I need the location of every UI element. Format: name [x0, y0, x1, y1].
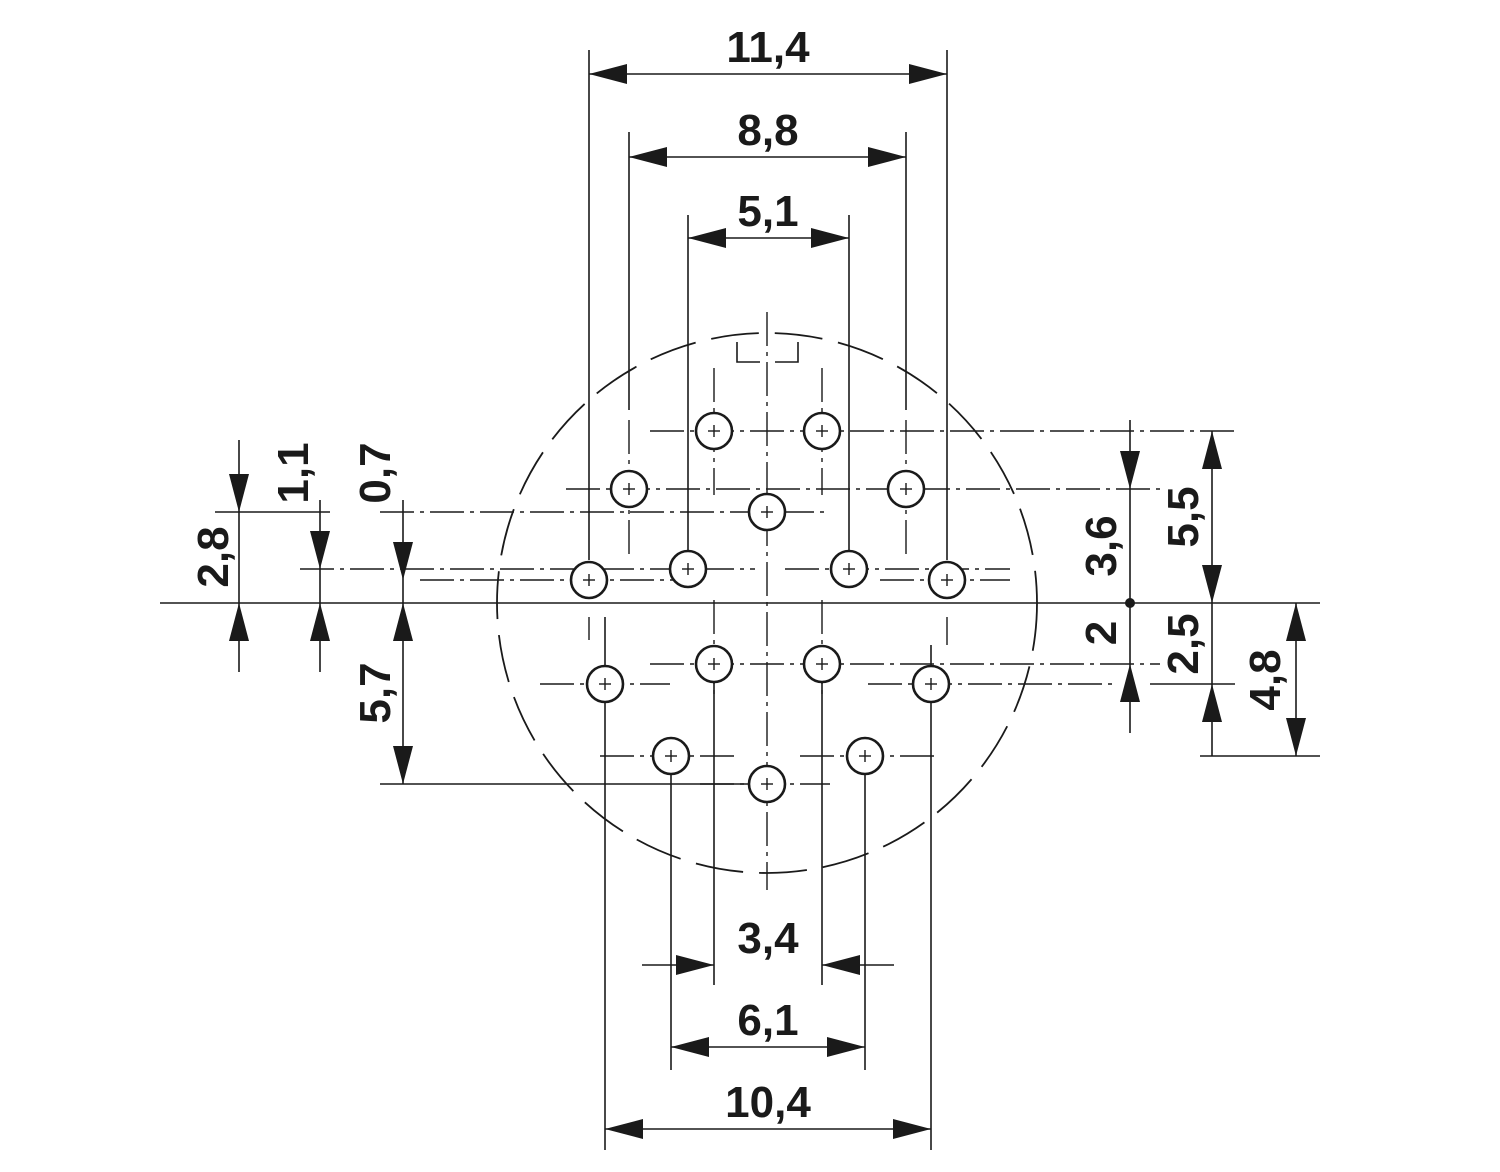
- dim-right-5-5: [1202, 431, 1222, 756]
- pin-hole: [668, 549, 708, 589]
- pin-hole: [694, 644, 734, 684]
- pin-hole: [747, 764, 787, 804]
- dim-label-4-8: 4,8: [1241, 649, 1290, 710]
- dim-label-2: 2: [1077, 621, 1126, 645]
- pin-hole: [911, 664, 951, 704]
- dim-bottom-10-4: [605, 1119, 931, 1139]
- dim-left-2-8: [229, 440, 249, 672]
- bottom-extension-lines: [604, 617, 932, 1150]
- pin-vertical-centerlines: [588, 368, 948, 700]
- dim-left-1-1: [310, 500, 330, 672]
- pin-holes: [569, 411, 967, 804]
- pin-hole: [829, 549, 869, 589]
- pin-hole: [886, 469, 926, 509]
- dim-label-3-4: 3,4: [737, 914, 799, 963]
- dim-top-11-4: [589, 64, 947, 84]
- dim-top-5-1: [688, 228, 849, 248]
- dim-right-4-8: [1286, 603, 1306, 756]
- pin-hole: [569, 560, 609, 600]
- pin-hole: [845, 736, 885, 776]
- dim-label-5-5: 5,5: [1159, 486, 1208, 547]
- dim-top-8-8: [629, 147, 906, 167]
- dim-label-11-4: 11,4: [726, 23, 810, 72]
- pin-hole: [651, 736, 691, 776]
- dim-label-2-8: 2,8: [189, 526, 238, 587]
- dim-label-1-1: 1,1: [269, 442, 318, 503]
- dim-label-10-4: 10,4: [725, 1078, 811, 1127]
- right-extension-lines: [1150, 683, 1320, 757]
- pin-hole: [802, 411, 842, 451]
- dim-label-0-7: 0,7: [351, 442, 400, 503]
- pin-hole: [585, 664, 625, 704]
- dim-bottom-3-4: [642, 955, 894, 975]
- pin-hole: [609, 469, 649, 509]
- dim-label-8-8: 8,8: [737, 106, 798, 155]
- dim-label-3-6: 3,6: [1077, 515, 1126, 576]
- coding-key: [736, 342, 799, 363]
- pin-hole: [802, 644, 842, 684]
- left-extension-lines: [215, 511, 760, 785]
- dim-left-0-7: [393, 500, 413, 784]
- dim-label-5-7: 5,7: [351, 662, 400, 723]
- pin-hole: [747, 492, 787, 532]
- pin-hole: [927, 560, 967, 600]
- dim-label-2-5: 2,5: [1159, 613, 1208, 674]
- dim-label-6-1: 6,1: [737, 996, 798, 1045]
- dim-bottom-6-1: [671, 1037, 865, 1057]
- top-extension-lines: [588, 50, 948, 560]
- pin-hole: [694, 411, 734, 451]
- dim-label-5-1: 5,1: [737, 187, 798, 236]
- dim-right-3-6: [1120, 420, 1140, 733]
